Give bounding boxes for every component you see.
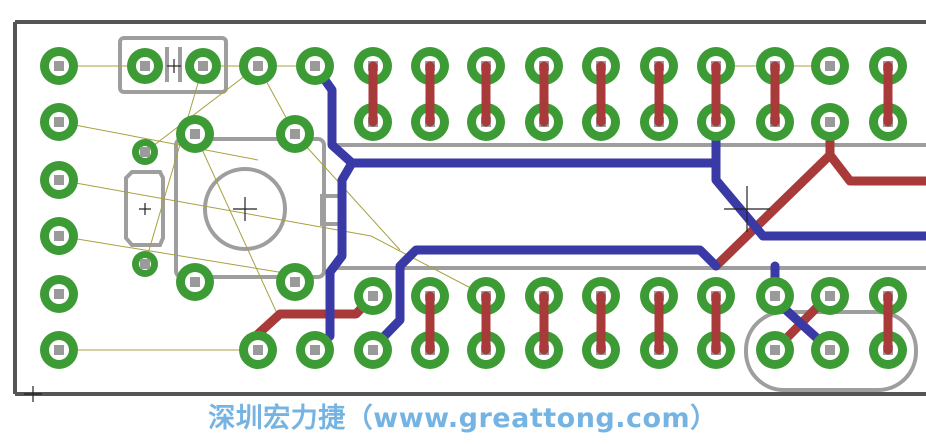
pad-center [54,61,64,71]
pad-center [368,291,378,301]
pad[interactable] [40,161,78,199]
airwire [58,235,316,279]
pad[interactable] [132,139,158,165]
pad-center [368,345,378,355]
pad[interactable] [354,277,392,315]
pad-center [140,147,150,157]
top-trace [366,245,721,355]
pad-center [54,289,64,299]
top-trace [310,158,357,355]
pad-center [140,259,150,269]
pad-center [825,61,835,71]
pad-center [190,129,200,139]
bottom-trace [825,150,926,186]
pad-center [290,277,300,287]
pad[interactable] [811,47,849,85]
pad[interactable] [40,47,78,85]
pad[interactable] [40,103,78,141]
pad[interactable] [176,263,214,301]
pad[interactable] [276,115,314,153]
pad-center [54,345,64,355]
capacitor-outline [118,36,228,94]
top-trace [310,61,721,168]
potentiometer-outline [174,137,326,279]
pad-center [253,345,263,355]
pad[interactable] [40,217,78,255]
potentiometer-dial [203,167,287,251]
pad-center [825,117,835,127]
airwire [144,65,259,153]
pad[interactable] [811,103,849,141]
pad[interactable] [239,331,277,369]
airwire [194,133,281,321]
pad[interactable] [756,331,794,369]
pad-center [140,61,150,71]
pad[interactable] [296,47,334,85]
pad[interactable] [354,331,392,369]
airwire [370,235,487,297]
pad[interactable] [811,331,849,369]
pad[interactable] [239,47,277,85]
pad-center [770,291,780,301]
airwire [294,133,401,251]
pad-center [54,117,64,127]
pad-center [825,345,835,355]
pad-center [190,277,200,287]
pad-center [825,291,835,301]
watermark-text: 深圳宏力捷（www.greattong.com） [208,403,718,434]
pad-center [54,175,64,185]
pad[interactable] [811,277,849,315]
pad[interactable] [276,263,314,301]
pad-center [253,61,263,71]
airwire [58,121,259,161]
pad[interactable] [40,275,78,313]
pad-layer [40,47,907,369]
pad-center [770,345,780,355]
pad[interactable] [127,48,163,84]
pad-center [198,61,208,71]
resistor-outline [124,170,165,247]
board-outline [13,20,926,396]
pad[interactable] [40,331,78,369]
pad-center [54,231,64,241]
airwire [58,179,372,237]
pad-center [310,345,320,355]
pad[interactable] [185,48,221,84]
pad-center [290,129,300,139]
airwire [144,65,204,265]
silkscreen-layer [118,36,926,392]
marker-layer [24,59,770,402]
pad[interactable] [756,277,794,315]
pad-center [310,61,320,71]
pad[interactable] [132,251,158,277]
pad[interactable] [176,115,214,153]
pad[interactable] [296,331,334,369]
